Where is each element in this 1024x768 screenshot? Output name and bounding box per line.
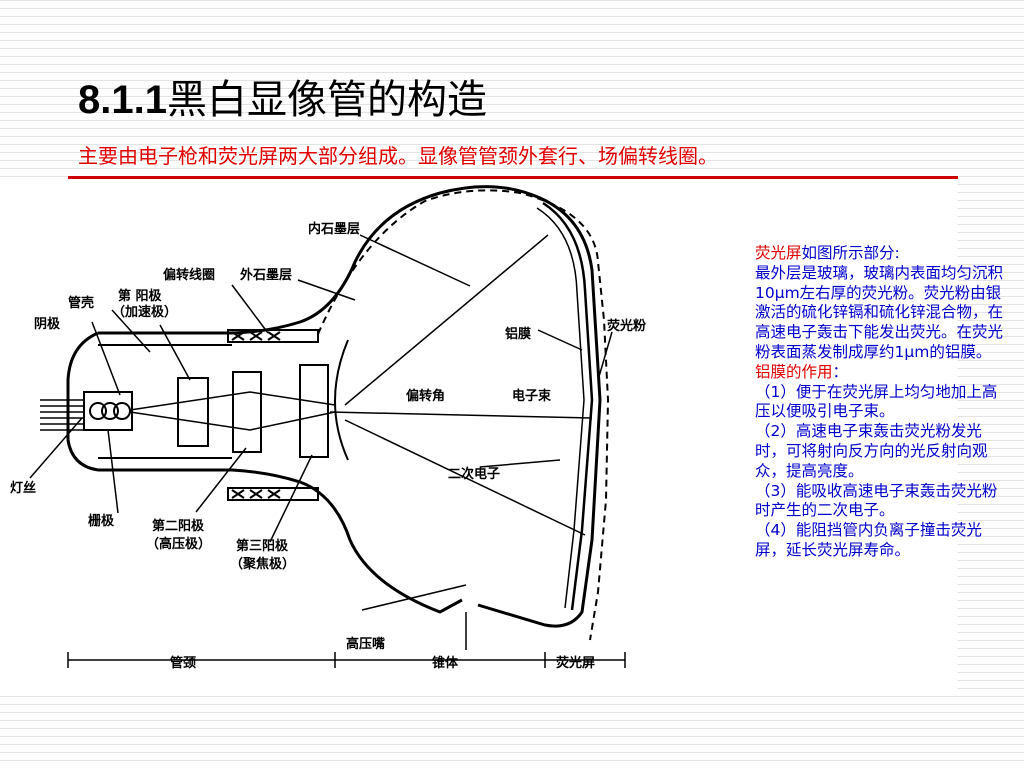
label-phosphor: 荧光粉 — [607, 318, 646, 334]
deflection-coil — [227, 329, 319, 501]
label-outer-graphite: 外石墨层 — [239, 267, 292, 283]
label-neck-shell: 管壳 — [68, 295, 94, 311]
label-secondary-electrons: 二次电子 — [448, 466, 500, 482]
label-third-anode: 第三阳极 — [236, 538, 289, 554]
label-second-anode: 第二阳极 — [152, 518, 205, 534]
label-cathode: 阴极 — [34, 316, 61, 332]
label-electron-beam: 电子束 — [512, 388, 552, 404]
crt-diagram: 内石墨层 偏转线圈 外石墨层 管壳 第 阳极 （加速极） 阴极 铝膜 荧光粉 偏… — [10, 185, 646, 671]
third-anode — [299, 364, 329, 458]
label-deflection-coil: 偏转线圈 — [163, 267, 215, 283]
subtitle: 主要由电子枪和荧光屏两大部分组成。显像管管颈外套行、场偏转线圈。 — [78, 144, 718, 168]
description: 荧光屏如图所示部分: 最外层是玻璃，玻璃内表面均匀沉积10μm左右厚的荧光粉。荧… — [755, 244, 1005, 561]
filament — [40, 399, 131, 431]
aluminum-point-2: （2）高速电子束轰击荧光粉发光时，可将射向反方向的光反射向观众，提高亮度。 — [755, 422, 988, 480]
label-third-anode-sub: （聚焦极） — [230, 556, 295, 572]
dimension-lines — [67, 652, 626, 668]
label-inner-graphite: 内石墨层 — [308, 221, 360, 237]
aluminum-colon: ： — [832, 362, 849, 381]
first-anode — [177, 377, 209, 447]
label-screen: 荧光屏 — [556, 655, 595, 671]
label-cone: 锥体 — [432, 655, 459, 671]
label-deflection-angle: 偏转角 — [406, 388, 445, 404]
section-number: 8.1.1 — [78, 78, 167, 122]
electron-gun — [83, 344, 336, 459]
aluminum-point-1: （1）便于在荧光屏上均匀地加上高压以便吸引电子束。 — [755, 382, 998, 421]
label-hv-nozzle: 高压嘴 — [346, 636, 385, 652]
title-text: 黑白显像管的构造 — [166, 77, 487, 123]
label-first-anode-sub: （加速极） — [112, 304, 177, 320]
label-aluminum-film: 铝膜 — [505, 326, 531, 342]
diagram-area: 内石墨层 偏转线圈 外石墨层 管壳 第 阳极 （加速极） 阴极 铝膜 荧光粉 偏… — [0, 183, 675, 693]
page-title: 8.1.1黑白显像管的构造 — [78, 76, 487, 124]
description-panel — [675, 183, 958, 693]
phosphor-screen — [542, 201, 594, 611]
outer-graphite-outline — [317, 189, 610, 641]
label-grid: 栅极 — [88, 513, 115, 529]
term-aluminum-film: 铝膜的作用 — [755, 362, 833, 381]
title-divider — [68, 176, 958, 179]
leader-lines — [29, 234, 613, 650]
tube-envelope — [66, 185, 602, 628]
electron-beam-lines — [329, 234, 593, 536]
label-first-anode: 第 阳极 — [118, 288, 163, 304]
label-neck: 管颈 — [170, 655, 196, 671]
aluminum-point-4: （4）能阻挡管内负离子撞击荧光屏，延长荧光屏寿命。 — [755, 521, 982, 559]
label-second-anode-sub: （高压极） — [146, 536, 211, 552]
aluminum-film — [536, 207, 585, 609]
phosphor-body: 最外层是玻璃，玻璃内表面均匀沉积10μm左右厚的荧光粉。荧光粉由银激活的硫化锌镉… — [755, 263, 1004, 361]
label-filament: 灯丝 — [10, 480, 36, 496]
grid-electrode — [83, 391, 133, 431]
term-phosphor-screen: 荧光屏 — [755, 244, 802, 262]
aluminum-point-3: （3）能吸收高速电子束轰击荧光粉时产生的二次电子。 — [755, 481, 998, 520]
second-anode — [232, 371, 262, 453]
phosphor-intro: 如图所示部分: — [801, 244, 900, 262]
